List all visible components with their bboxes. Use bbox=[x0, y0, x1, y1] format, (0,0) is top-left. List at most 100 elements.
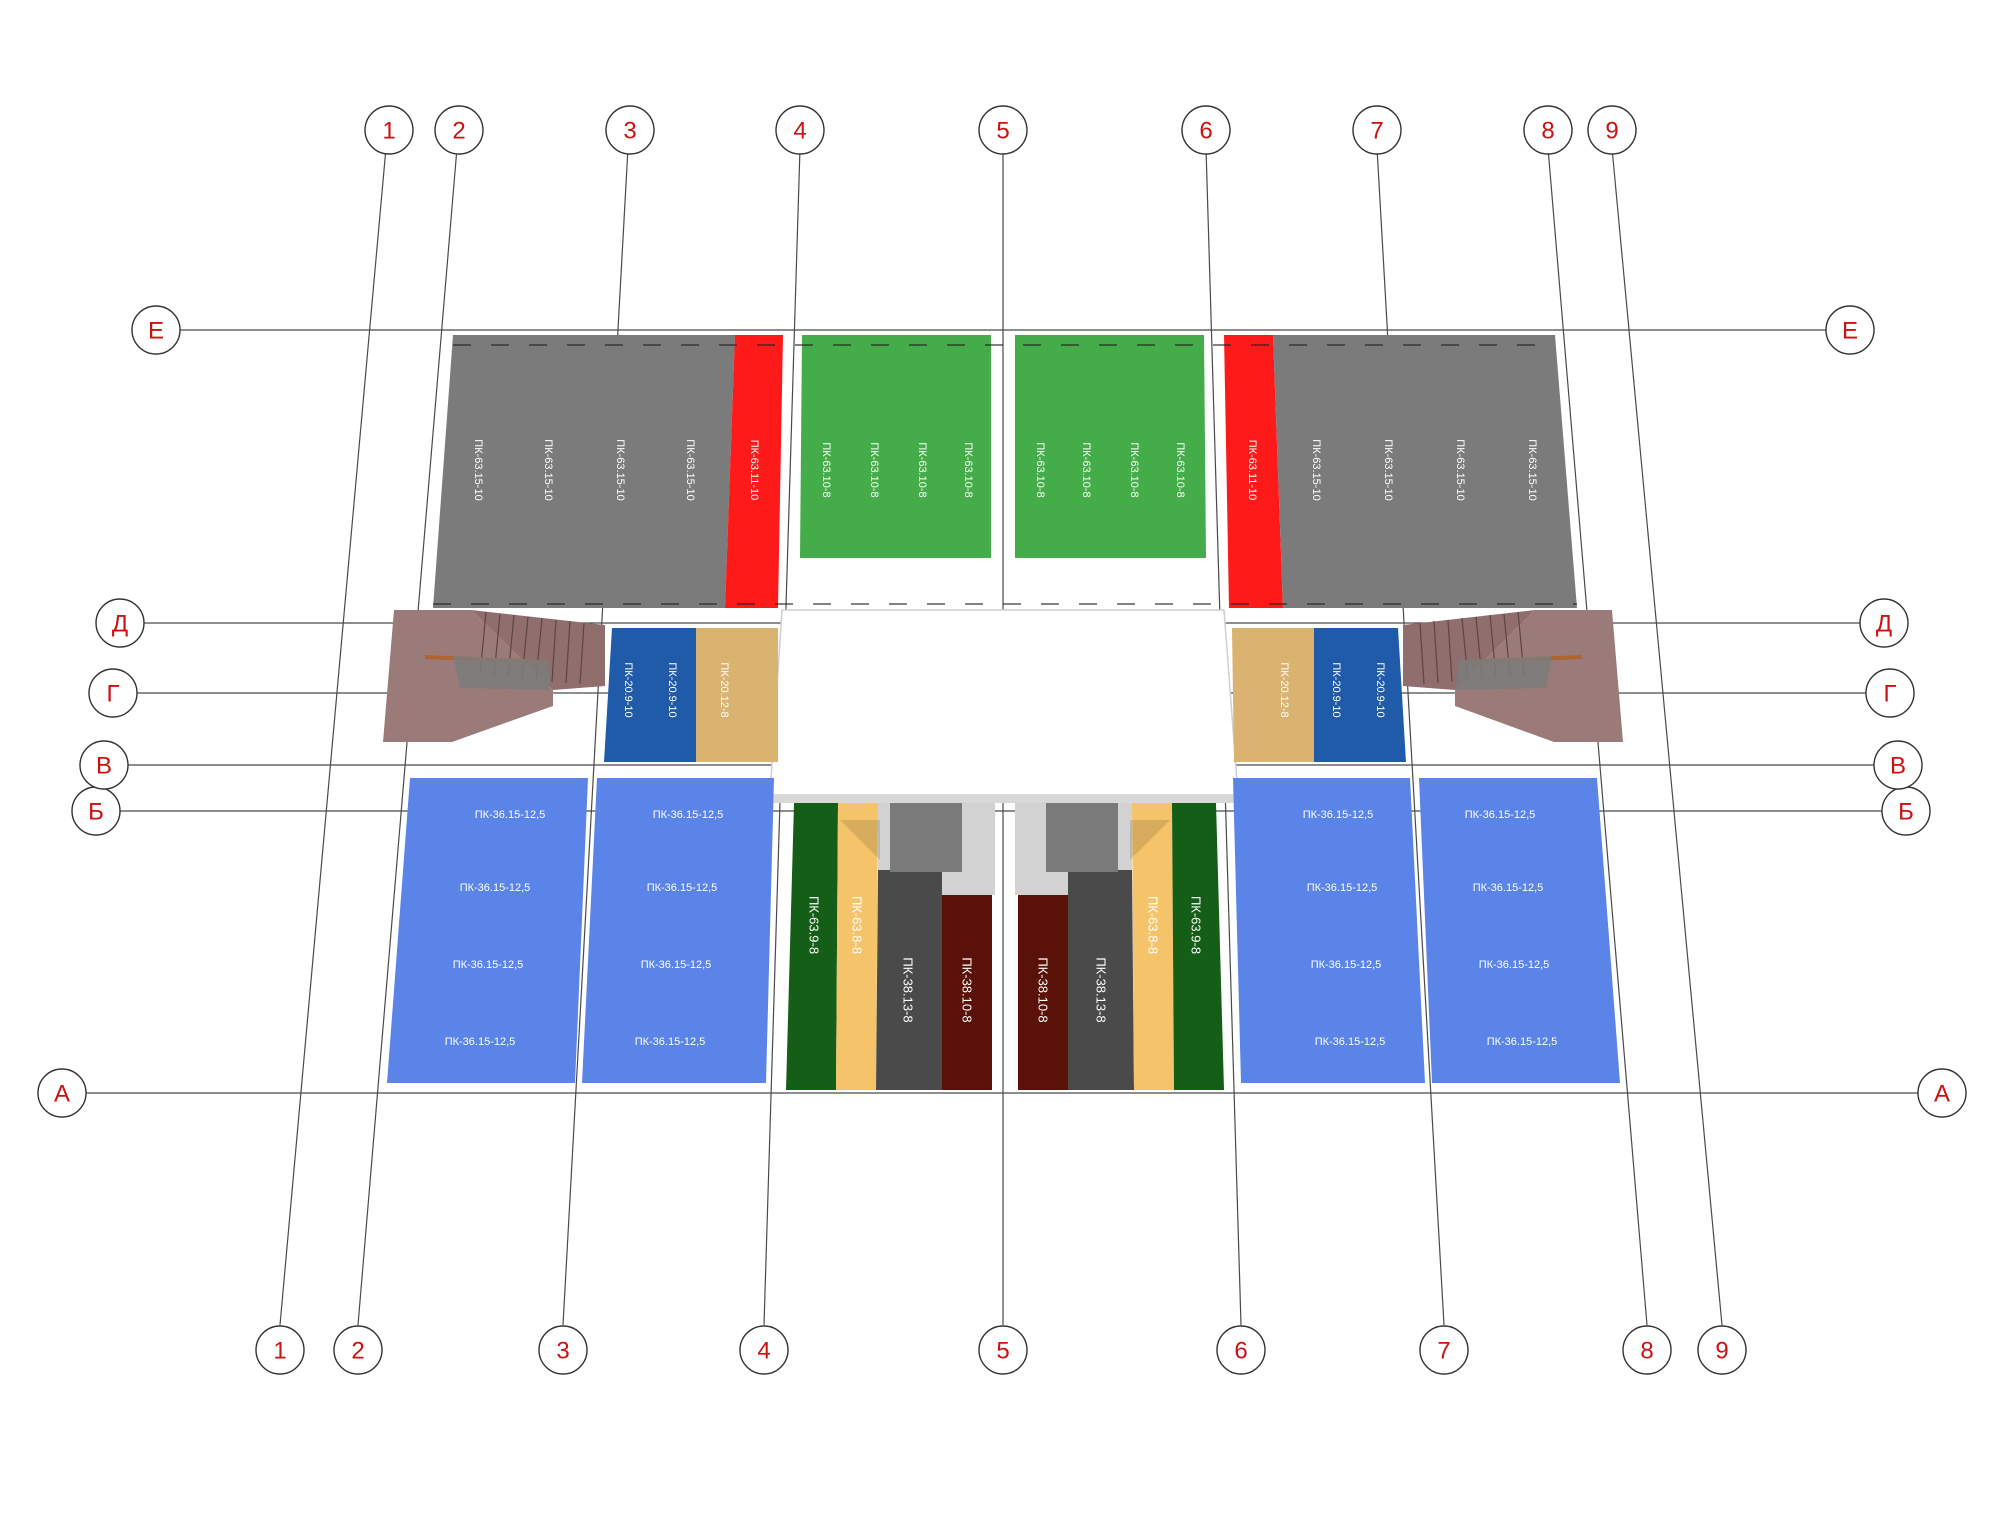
axis-bubble-left-Г-circle bbox=[88, 668, 138, 718]
axis-bubble-right-Д: Д bbox=[1859, 598, 1909, 648]
axis-bubble-bottom-4-circle bbox=[739, 1325, 789, 1375]
label-top-left-gray-2: ПК-63.15-10 bbox=[542, 439, 554, 500]
axis-bubble-bottom-9-circle bbox=[1697, 1325, 1747, 1375]
label-bottom-right-maroon: ПК-38.10-8 bbox=[1036, 957, 1051, 1022]
slab-top-green-right bbox=[1015, 335, 1206, 558]
opening-right-block bbox=[1046, 803, 1118, 872]
axis-bubble-top-8: 8 bbox=[1523, 105, 1573, 155]
label-bottom-blue-3-4: ПК-36.15-12,5 bbox=[1315, 1036, 1386, 1048]
axis-bubble-right-Г: Г bbox=[1865, 668, 1915, 718]
label-bottom-left-yellow: ПК-63.8-8 bbox=[850, 896, 865, 954]
slab-mid-left-blue bbox=[604, 628, 696, 762]
label-mid-left-blue-1: ПК-20.9-10 bbox=[622, 662, 634, 717]
slab-top-left-red bbox=[725, 335, 783, 608]
axis-bubble-top-9: 9 bbox=[1587, 105, 1637, 155]
label-mid-right-blue-1: ПК-20.9-10 bbox=[1330, 662, 1342, 717]
slab-top-green-left bbox=[800, 335, 991, 558]
slab-bottom-right-darkgray bbox=[1068, 870, 1134, 1090]
right-stair-flight bbox=[1403, 610, 1535, 690]
label-bottom-blue-4-1: ПК-36.15-12,5 bbox=[1465, 809, 1536, 821]
axis-bubble-left-Е-label: Е bbox=[148, 318, 164, 345]
label-top-right-gray-1: ПК-63.15-10 bbox=[1310, 439, 1322, 500]
left-stair-steps bbox=[479, 611, 585, 685]
label-top-right-gray-4: ПК-63.15-10 bbox=[1526, 439, 1538, 500]
axis-bubble-right-Д-label: Д bbox=[1876, 611, 1892, 638]
axis-bubble-top-6: 6 bbox=[1181, 105, 1231, 155]
axis-bubble-top-5-circle bbox=[978, 105, 1028, 155]
axis-bubble-left-Д-label: Д bbox=[112, 611, 128, 638]
right-staircase bbox=[1403, 610, 1623, 742]
axis-bubble-top-4-label: 4 bbox=[793, 118, 806, 145]
label-mid-right-tan: ПК-20.12-8 bbox=[1278, 662, 1290, 717]
axis-bubble-bottom-9: 9 bbox=[1697, 1325, 1747, 1375]
grid-line-1 bbox=[279, 147, 387, 1326]
axis-bubble-bottom-8-label: 8 bbox=[1640, 1338, 1653, 1365]
axis-bubble-right-В: В bbox=[1873, 740, 1923, 790]
axis-bubble-left-Г-label: Г bbox=[107, 681, 120, 708]
axis-bubble-top-7-label: 7 bbox=[1370, 118, 1383, 145]
label-bottom-blue-3-1: ПК-36.15-12,5 bbox=[1303, 809, 1374, 821]
axis-bubble-top-1-circle bbox=[364, 105, 414, 155]
axis-bubble-bottom-3: 3 bbox=[538, 1325, 588, 1375]
slab-mid-right-tan bbox=[1232, 628, 1314, 762]
label-top-green-right-3: ПК-63.10-8 bbox=[1128, 442, 1140, 497]
label-top-left-gray-3: ПК-63.15-10 bbox=[614, 439, 626, 500]
label-top-green-right-4: ПК-63.10-8 bbox=[1174, 442, 1186, 497]
axis-bubble-top-2-label: 2 bbox=[452, 118, 465, 145]
slab-top-left-gray bbox=[433, 335, 735, 608]
slab-bottom-blue-3 bbox=[1233, 778, 1425, 1083]
axis-bubble-top-8-label: 8 bbox=[1541, 118, 1554, 145]
label-mid-left-tan: ПК-20.12-8 bbox=[718, 662, 730, 717]
slab-bottom-right-maroon bbox=[1018, 895, 1068, 1090]
label-bottom-blue-1-4: ПК-36.15-12,5 bbox=[445, 1036, 516, 1048]
axis-bubble-right-А-circle bbox=[1917, 1068, 1967, 1118]
label-bottom-blue-2-4: ПК-36.15-12,5 bbox=[635, 1036, 706, 1048]
axis-bubble-left-В: В bbox=[79, 740, 129, 790]
label-top-green-left-2: ПК-63.10-8 bbox=[868, 442, 880, 497]
label-top-right-gray-2: ПК-63.15-10 bbox=[1382, 439, 1394, 500]
axis-bubble-bottom-7-label: 7 bbox=[1437, 1338, 1450, 1365]
axis-bubble-left-А-circle bbox=[37, 1068, 87, 1118]
left-stair-flight bbox=[471, 610, 605, 690]
label-top-green-left-4: ПК-63.10-8 bbox=[962, 442, 974, 497]
axis-bubble-left-В-circle bbox=[79, 740, 129, 790]
label-top-left-red: ПК-63.11-10 bbox=[748, 440, 760, 501]
label-bottom-blue-2-2: ПК-36.15-12,5 bbox=[647, 882, 718, 894]
mid-slab-zone bbox=[604, 628, 1406, 762]
axis-bubble-right-Г-label: Г bbox=[1884, 681, 1897, 708]
slab-bottom-left-maroon bbox=[942, 895, 992, 1090]
top-slab-zone bbox=[433, 335, 1577, 608]
axis-bubble-top-5-label: 5 bbox=[996, 118, 1009, 145]
grid-line-9 bbox=[1611, 147, 1723, 1326]
label-bottom-blue-3-3: ПК-36.15-12,5 bbox=[1311, 959, 1382, 971]
label-bottom-right-yellow: ПК-63.8-8 bbox=[1146, 896, 1161, 954]
axis-bubble-left-В-label: В bbox=[96, 753, 112, 780]
axis-bubble-top-4-circle bbox=[775, 105, 825, 155]
label-bottom-blue-1-2: ПК-36.15-12,5 bbox=[460, 882, 531, 894]
axis-bubble-right-Д-circle bbox=[1859, 598, 1909, 648]
label-bottom-left-darkgray: ПК-38.13-8 bbox=[901, 957, 916, 1022]
axis-bubble-top-1-label: 1 bbox=[382, 118, 395, 145]
label-mid-right-blue-2: ПК-20.9-10 bbox=[1374, 662, 1386, 717]
axis-bubble-bottom-4-label: 4 bbox=[757, 1338, 770, 1365]
slab-bottom-blue-1 bbox=[387, 778, 588, 1083]
label-top-right-gray-3: ПК-63.15-10 bbox=[1454, 439, 1466, 500]
slab-bottom-left-darkgray bbox=[876, 870, 942, 1090]
axis-bubble-bottom-6: 6 bbox=[1216, 1325, 1266, 1375]
axis-bubble-bottom-1-label: 1 bbox=[273, 1338, 286, 1365]
axis-bubble-right-Б-label: Б bbox=[1898, 799, 1914, 826]
right-stair-tread-block bbox=[1456, 656, 1552, 690]
opening-left-shadow bbox=[840, 820, 880, 860]
axis-bubble-top-6-circle bbox=[1181, 105, 1231, 155]
axis-bubble-top-2-circle bbox=[434, 105, 484, 155]
opening-right-shadow bbox=[1130, 820, 1170, 860]
axis-bubble-top-9-label: 9 bbox=[1605, 118, 1618, 145]
axis-bubble-left-Б-label: Б bbox=[88, 799, 104, 826]
axis-bubble-bottom-2: 2 bbox=[333, 1325, 383, 1375]
central-white-slab-edge bbox=[770, 795, 1238, 803]
axis-bubble-bottom-7: 7 bbox=[1419, 1325, 1469, 1375]
axis-bubble-right-Г-circle bbox=[1865, 668, 1915, 718]
label-top-left-gray-1: ПК-63.15-10 bbox=[472, 439, 484, 500]
axis-bubble-top-7-circle bbox=[1352, 105, 1402, 155]
